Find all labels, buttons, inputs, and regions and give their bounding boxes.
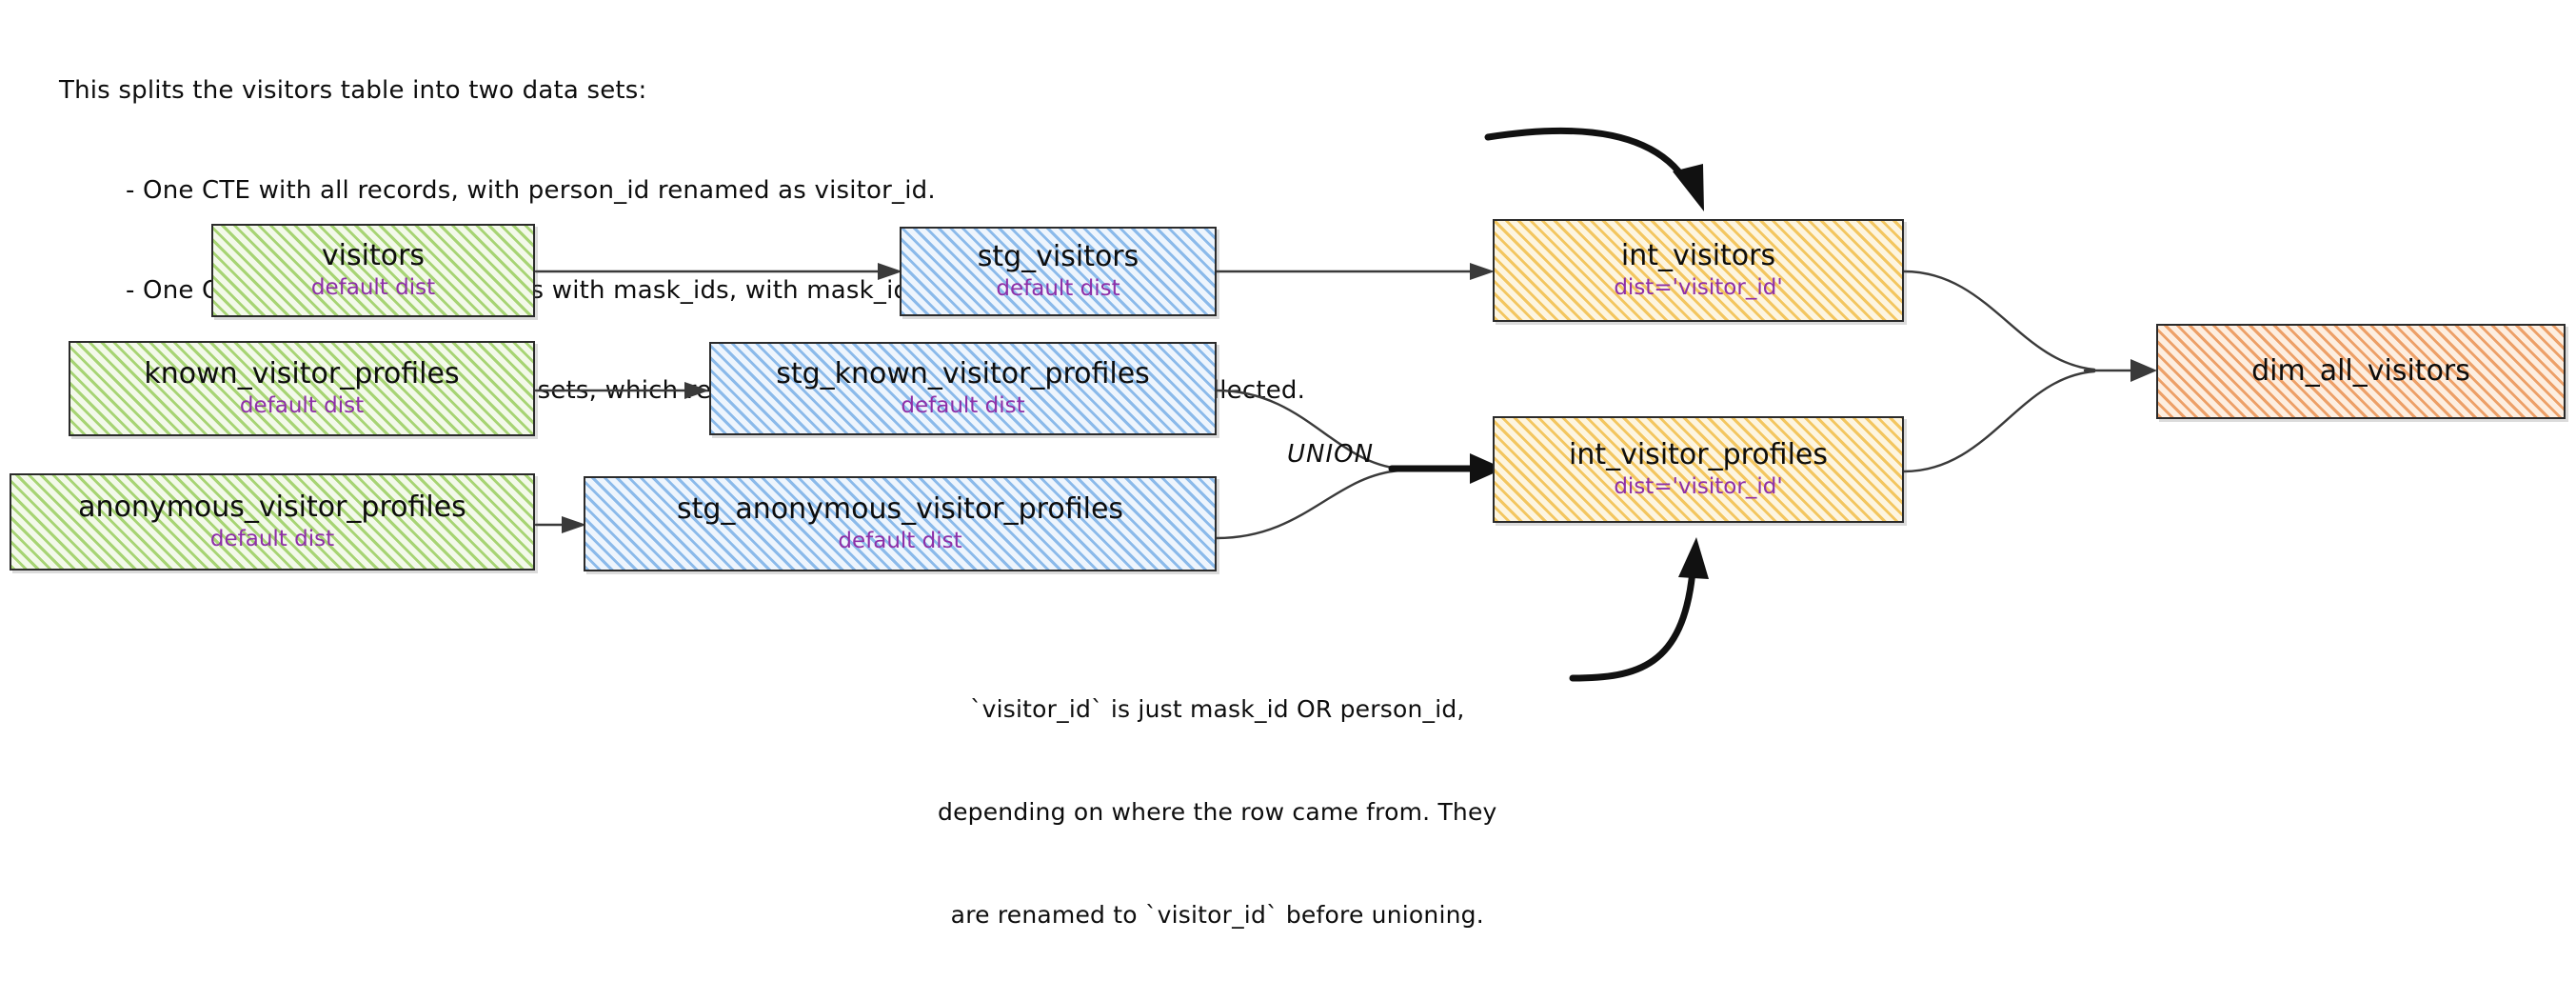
node-visitors-dist: default dist [310,275,436,301]
edge-dim-arrowhead [2130,359,2157,382]
node-known-visitor-profiles-title: known_visitor_profiles [144,357,460,391]
node-int-visitor-profiles[interactable]: int_visitor_profiles dist='visitor_id' [1493,416,1904,523]
node-int-visitor-profiles-dist: dist='visitor_id' [1614,474,1783,500]
edge-int-profiles-to-dim [1902,370,2096,473]
node-anonymous-visitor-profiles-title: anonymous_visitor_profiles [78,490,466,525]
node-dim-all-visitors[interactable]: dim_all_visitors [2156,324,2566,419]
union-label: UNION [1287,440,1375,469]
node-int-visitors-dist: dist='visitor_id' [1614,275,1783,301]
bottom-annotation: `visitor_id` is just mask_id OR person_i… [938,624,1497,1001]
edge-note-to-int-visitor-profiles [1569,568,1696,682]
edge-note-to-int-visitors-arrowhead [1673,164,1704,211]
node-stg-visitors-title: stg_visitors [977,240,1139,274]
node-stg-known-visitor-profiles-title: stg_known_visitor_profiles [776,357,1150,391]
node-dim-all-visitors-title: dim_all_visitors [2251,354,2470,389]
node-visitors[interactable]: visitors default dist [211,224,535,317]
edge-stg-anonymous-to-union [1215,469,1401,540]
header-annotation-line-2: - One CTE with all records, with person_… [126,176,936,205]
node-visitors-title: visitors [321,239,426,273]
node-anonymous-visitor-profiles[interactable]: anonymous_visitor_profiles default dist [10,473,535,571]
edge-note-to-int-visitors [1484,127,1691,187]
node-stg-anonymous-visitor-profiles[interactable]: stg_anonymous_visitor_profiles default d… [584,476,1217,571]
bottom-annotation-line-3: are renamed to `visitor_id` before union… [950,901,1484,929]
edge-stg-visitors-to-int-visitors-arrowhead [1470,263,1495,280]
node-int-visitors-title: int_visitors [1620,239,1776,273]
node-int-visitors[interactable]: int_visitors dist='visitor_id' [1493,219,1904,322]
bottom-annotation-line-2: depending on where the row came from. Th… [938,798,1497,826]
edge-int-visitors-to-dim [1902,270,2096,371]
node-known-visitor-profiles[interactable]: known_visitor_profiles default dist [69,341,535,436]
node-stg-visitors[interactable]: stg_visitors default dist [900,227,1217,316]
node-stg-anonymous-visitor-profiles-dist: default dist [838,529,962,554]
node-int-visitor-profiles-title: int_visitor_profiles [1568,438,1828,472]
node-stg-visitors-dist: default dist [996,276,1120,302]
node-stg-known-visitor-profiles[interactable]: stg_known_visitor_profiles default dist [709,342,1217,435]
header-annotation-line-1: This splits the visitors table into two … [59,76,647,105]
node-stg-anonymous-visitor-profiles-title: stg_anonymous_visitor_profiles [676,492,1124,527]
diagram-canvas: This splits the visitors table into two … [10,76,2566,929]
edge-note-to-int-visitor-profiles-arrowhead [1678,537,1709,579]
node-stg-known-visitor-profiles-dist: default dist [901,393,1025,419]
bottom-annotation-line-1: `visitor_id` is just mask_id OR person_i… [969,695,1465,723]
node-known-visitor-profiles-dist: default dist [239,393,365,419]
node-anonymous-visitor-profiles-dist: default dist [209,527,335,552]
